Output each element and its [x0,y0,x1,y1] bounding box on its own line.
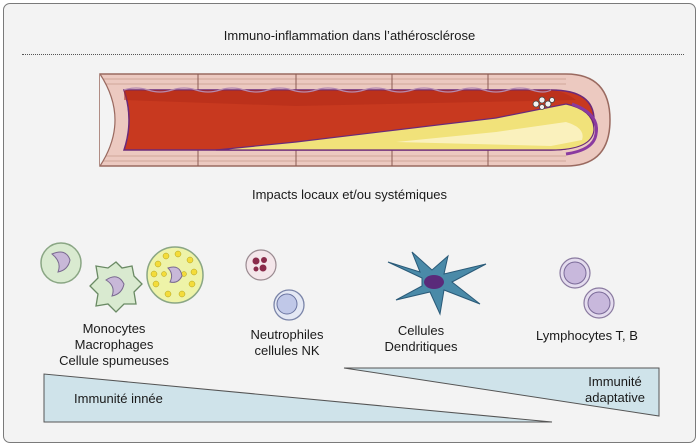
innate-wedge [43,373,553,423]
lymphocyte-b-icon [583,287,615,319]
immunity-wedges [43,367,660,423]
foam-cell-icon [146,246,204,304]
figure-frame: Immuno-inflammation dans l’athéroscléros… [3,3,696,443]
monocyte-icon [40,242,82,284]
dendritic-cell-icon [387,251,487,316]
label-dendritiques: Cellules Dendritiques [384,323,458,354]
innate-label: Immunité innée [74,391,163,406]
neutrophil-icon [245,249,277,281]
lymphocyte-t-icon [559,257,591,289]
label-neutrophiles: Neutrophiles cellules NK [250,327,324,358]
vessel-caption: Impacts locaux et/ou systémiques [251,187,448,202]
nk-cell-icon [273,289,305,321]
figure-title: Immuno-inflammation dans l’athéroscléros… [223,28,476,43]
adaptive-label: Immunité adaptative [585,374,645,405]
title-divider [22,54,684,55]
artery-icon [99,73,611,167]
macrophage-icon [89,261,143,313]
label-lymphocytes: Lymphocytes T, B [536,328,638,343]
label-monocytes: Monocytes Macrophages Cellule spumeuses [59,321,169,368]
adaptive-wedge [343,367,660,417]
